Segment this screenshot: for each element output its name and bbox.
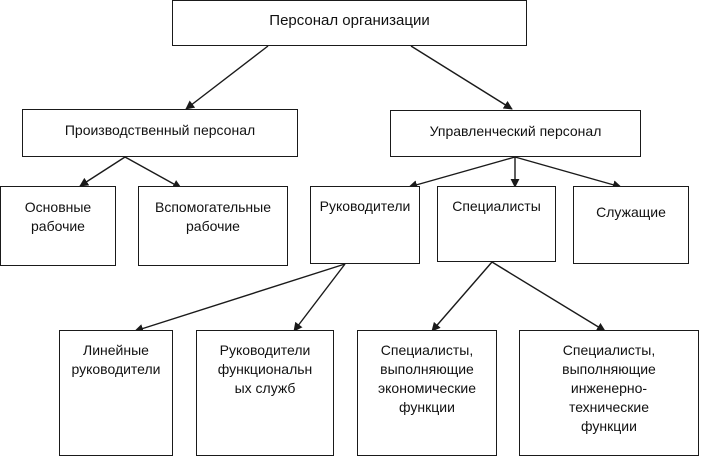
edge-specialists-economic bbox=[431, 261, 493, 332]
node-functional-managers-label: Руководители функциональн ых служб bbox=[197, 341, 333, 398]
node-main-workers-line: Основные bbox=[24, 199, 92, 215]
node-aux-workers: Вспомогательные рабочие bbox=[138, 186, 288, 266]
node-line-managers-line: Линейные bbox=[83, 342, 149, 358]
edge-management-employees bbox=[514, 156, 622, 190]
node-engineering-specialists: Специалисты, выполняющие инженерно- техн… bbox=[519, 330, 699, 456]
node-economic-specialists-label: Специалисты, выполняющие экономические ф… bbox=[358, 341, 496, 417]
node-aux-workers-line: Вспомогательные bbox=[154, 199, 271, 215]
node-economic-specialists-line: выполняющие bbox=[380, 361, 474, 377]
node-engineering-specialists-line: выполняющие bbox=[562, 361, 656, 377]
node-managers: Руководители bbox=[310, 186, 420, 264]
node-aux-workers-line: рабочие bbox=[186, 218, 240, 234]
node-production-label: Производственный персонал bbox=[64, 122, 256, 138]
node-management-label: Управленческий персонал bbox=[429, 123, 602, 139]
node-specialists-label: Специалисты bbox=[452, 198, 541, 214]
node-employees: Служащие bbox=[573, 186, 689, 264]
node-root-label: Персонал организации bbox=[269, 12, 430, 29]
node-engineering-specialists-line: технические bbox=[568, 399, 650, 415]
node-economic-specialists-line: Специалисты, bbox=[380, 342, 474, 358]
node-functional-managers-line: Руководители bbox=[219, 342, 311, 358]
node-line-managers-line: руководители bbox=[71, 361, 161, 377]
node-main-workers: Основные рабочие bbox=[0, 186, 116, 266]
node-aux-workers-label: Вспомогательные рабочие bbox=[139, 198, 287, 236]
node-management: Управленческий персонал bbox=[390, 110, 641, 157]
node-economic-specialists-line: функции bbox=[399, 399, 455, 415]
node-engineering-specialists-line: функции bbox=[581, 418, 637, 434]
node-engineering-specialists-line: Специалисты, bbox=[562, 342, 656, 358]
node-line-managers-label: Линейные руководители bbox=[60, 341, 172, 379]
node-functional-managers-line: ых служб bbox=[234, 380, 296, 396]
node-economic-specialists: Специалисты, выполняющие экономические ф… bbox=[357, 330, 497, 456]
edge-managers-line bbox=[134, 263, 346, 333]
node-economic-specialists-line: экономические bbox=[378, 380, 476, 396]
edge-production-aux bbox=[124, 156, 182, 189]
node-managers-label: Руководители bbox=[319, 198, 411, 214]
node-functional-managers: Руководители функциональн ых служб bbox=[196, 330, 334, 456]
edge-management-managers bbox=[408, 156, 516, 190]
node-root: Персонал организации bbox=[172, 0, 527, 46]
node-engineering-specialists-label: Специалисты, выполняющие инженерно- техн… bbox=[520, 341, 698, 436]
node-employees-label: Служащие bbox=[596, 204, 666, 220]
node-functional-managers-line: функциональн bbox=[217, 361, 313, 377]
edge-root-production bbox=[185, 45, 269, 110]
node-main-workers-label: Основные рабочие bbox=[1, 198, 115, 236]
edge-specialists-engineering bbox=[491, 261, 606, 332]
node-specialists: Специалисты bbox=[437, 186, 556, 262]
node-production: Производственный персонал bbox=[22, 109, 298, 157]
node-line-managers: Линейные руководители bbox=[59, 330, 173, 456]
node-main-workers-line: рабочие bbox=[31, 218, 85, 234]
node-engineering-specialists-line: инженерно- bbox=[570, 380, 648, 396]
edge-managers-functional bbox=[293, 263, 346, 332]
edge-production-main bbox=[79, 156, 126, 187]
edge-root-management bbox=[410, 45, 513, 110]
